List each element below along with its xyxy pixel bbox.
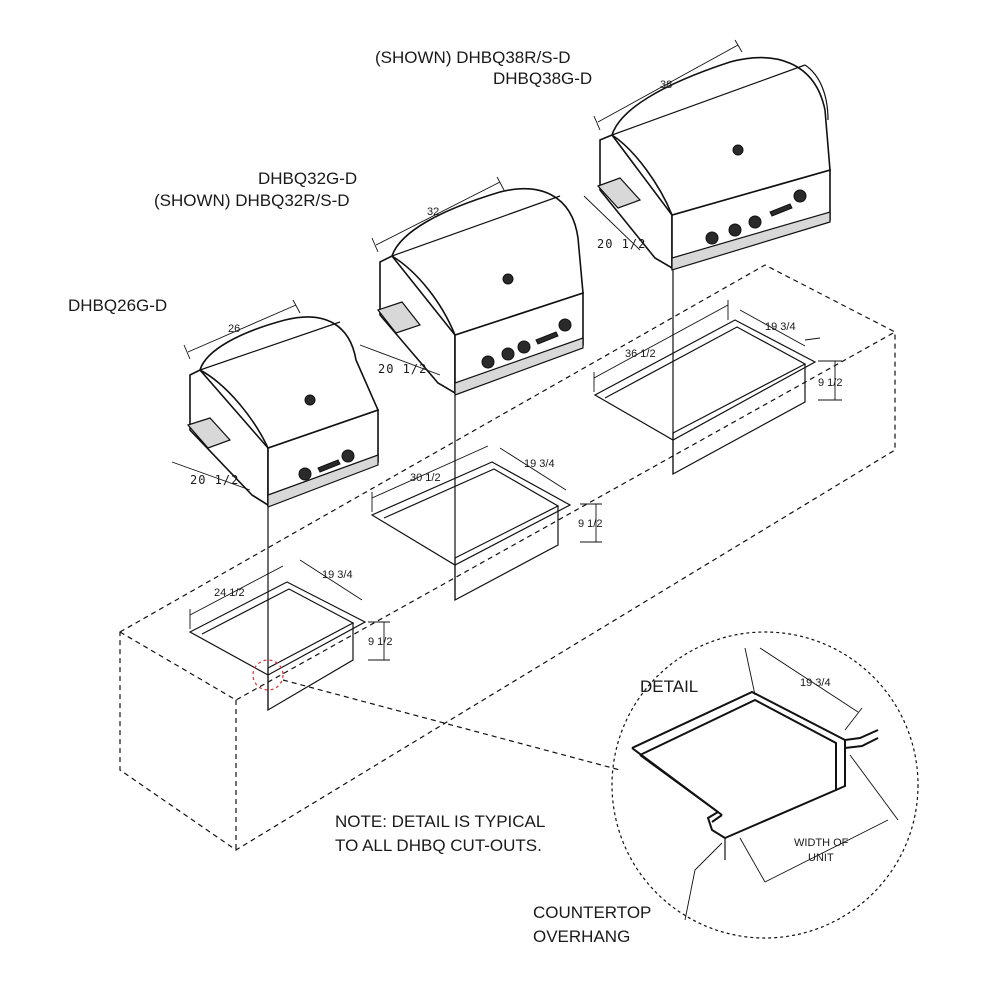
- grill-26-depth: 20 1/2: [190, 473, 239, 487]
- cutout-32: [370, 445, 602, 602]
- cutout-26: [188, 559, 390, 712]
- model-32-label-line2: (SHOWN) DHBQ32R/S-D: [154, 191, 350, 210]
- cutout-26-depth: 19 3/4: [322, 569, 353, 581]
- width-of-unit-line2: UNIT: [808, 852, 834, 864]
- cutout-38-height: 9 1/2: [818, 377, 842, 389]
- cutout-32-width: 30 1/2: [410, 472, 441, 484]
- width-of-unit-line1: WIDTH OF: [794, 837, 849, 849]
- cutout-38-width: 36 1/2: [625, 348, 656, 360]
- grill-38-width: 38: [660, 79, 672, 91]
- grill-38-depth: 20 1/2: [597, 237, 646, 251]
- model-38-label-line1: (SHOWN) DHBQ38R/S-D: [375, 48, 571, 67]
- detail-view: [611, 631, 919, 939]
- grill-26: [171, 299, 380, 508]
- cutout-32-height: 9 1/2: [578, 518, 602, 530]
- countertop-overhang-line1: COUNTERTOP: [533, 903, 651, 922]
- model-32-label-line1: DHBQ32G-D: [258, 169, 357, 188]
- model-26-label: DHBQ26G-D: [68, 296, 167, 315]
- grill-32-width: 32: [427, 206, 439, 218]
- cutout-38: [593, 300, 842, 476]
- grill-26-width: 26: [228, 323, 240, 335]
- detail-title: DETAIL: [640, 677, 698, 696]
- grill-38: [583, 39, 831, 271]
- cutout-32-depth: 19 3/4: [524, 458, 555, 470]
- countertop-overhang-line2: OVERHANG: [533, 927, 630, 946]
- grill-32-depth: 20 1/2: [378, 362, 427, 376]
- cutout-26-width: 24 1/2: [214, 587, 245, 599]
- cutout-38-depth: 19 3/4: [765, 321, 796, 333]
- note-line2: TO ALL DHBQ CUT-OUTS.: [335, 836, 542, 855]
- cutout-26-height: 9 1/2: [368, 636, 392, 648]
- island-outline: [119, 264, 896, 851]
- detail-leader: [282, 679, 621, 771]
- note-line1: NOTE: DETAIL IS TYPICAL: [335, 812, 545, 831]
- grill-32: [359, 176, 584, 396]
- model-38-label-line2: DHBQ38G-D: [493, 69, 592, 88]
- detail-depth: 19 3/4: [800, 677, 831, 689]
- detail-marker: [252, 659, 284, 691]
